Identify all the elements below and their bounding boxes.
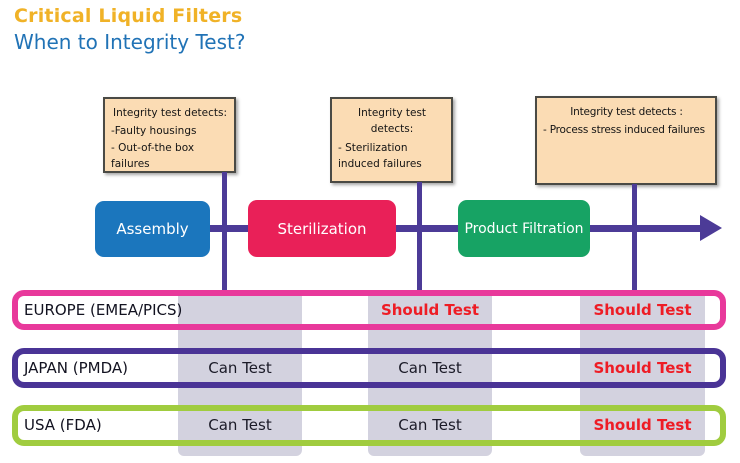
cell-japan-product-filtration: Should Test [593, 359, 692, 377]
column-band-product-filtration [580, 292, 705, 456]
cell-europe-assembly [178, 290, 302, 330]
connector-line-product-filtration [632, 184, 637, 291]
row-label-japan: JAPAN (PMDA) [24, 359, 128, 377]
step-assembly: Assembly [95, 201, 210, 257]
callout-heading: Integrity test detects : [570, 106, 683, 118]
callout-item: - Sterilization induced failures [338, 141, 422, 170]
callout-heading: Integrity test detects: [357, 107, 427, 136]
column-band-sterilization [368, 292, 492, 456]
step-product-filtration: Product Filtration [458, 200, 590, 257]
cell-europe-sterilization: Should Test [380, 301, 480, 319]
callout-sterilization: Integrity test detects: - Sterilization … [330, 97, 453, 183]
cell-usa-assembly: Can Test [208, 416, 272, 434]
row-label-usa: USA (FDA) [24, 416, 102, 434]
cell-japan-assembly: Can Test [208, 359, 272, 377]
callout-heading: Integrity test detects: [113, 107, 227, 119]
timeline-arrowhead-icon [700, 215, 722, 241]
row-usa [12, 405, 726, 446]
page-subtitle: When to Integrity Test? [14, 30, 246, 54]
row-europe [12, 290, 726, 330]
callout-assembly: Integrity test detects: -Faulty housings… [103, 97, 236, 173]
cell-usa-product-filtration: Should Test [593, 416, 692, 434]
cell-europe-product-filtration: Should Test [593, 301, 692, 319]
page-title: Critical Liquid Filters [14, 5, 243, 27]
step-sterilization: Sterilization [248, 200, 396, 257]
callout-product-filtration: Integrity test detects : - Process stres… [535, 96, 717, 185]
timeline-line [148, 225, 704, 232]
cell-usa-sterilization: Can Test [398, 416, 462, 434]
cell-japan-sterilization: Can Test [398, 359, 462, 377]
callout-item: - Process stress induced failures [543, 124, 705, 137]
row-label-europe: EUROPE (EMEA/PICS) [24, 301, 183, 319]
callout-item: -Faulty housings [111, 125, 197, 138]
callout-item: - Out-of-the box failures [111, 141, 195, 170]
column-band-assembly [178, 292, 302, 456]
row-japan [12, 348, 726, 388]
connector-line-sterilization [417, 182, 422, 291]
